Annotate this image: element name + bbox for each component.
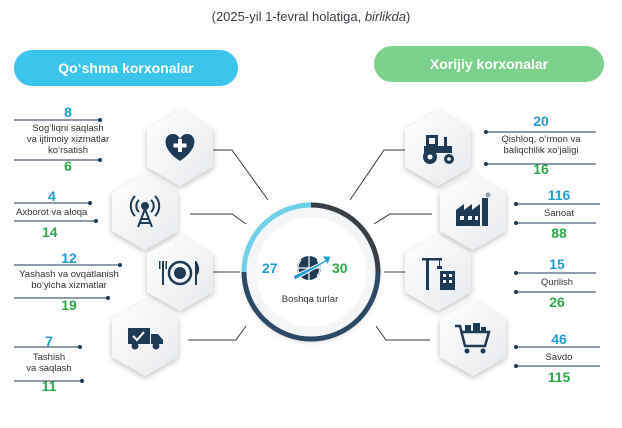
left-item-1-label-2: va ijtimoiy xizmatlar — [26, 134, 110, 145]
shopping-cart-icon — [455, 323, 491, 354]
left-item-1-label-3: ko‘rsatish — [47, 145, 89, 156]
left-item-3-bottom: 19 — [61, 297, 77, 313]
center-label: Boshqa turlar — [281, 294, 339, 305]
crane-building-icon — [422, 258, 455, 290]
subtitle-unit: birlikda — [364, 9, 407, 24]
left-item-2-top: 4 — [48, 188, 56, 204]
delivery-truck-icon — [128, 328, 163, 350]
left-item-3-top: 12 — [61, 250, 77, 266]
left-item-4-label-1: Tashish — [32, 352, 66, 363]
center-arc-green — [310, 202, 381, 273]
left-hex-2 — [112, 174, 178, 250]
factory-icon — [456, 192, 491, 226]
right-hex-3 — [405, 235, 471, 311]
left-item-4-label-2: va saqlash — [26, 363, 72, 374]
globe-arrow-icon — [292, 255, 332, 281]
right-item-1-label-1: Qishloq, o‘rmon va — [501, 134, 581, 145]
center-arc-blue — [241, 202, 312, 273]
left-item-3: 12 Yashash va ovqatlanish bo‘yicha xizma… — [10, 250, 128, 313]
right-header-pill: Xorijiy korxonalar — [374, 46, 604, 82]
connector-right-2 — [373, 213, 432, 225]
right-item-2-bottom: 88 — [551, 225, 567, 241]
subtitle: (2025-yil 1-fevral holatiga, birlikda) — [0, 9, 622, 24]
right-item-1-top: 20 — [533, 113, 549, 129]
left-item-2-bottom: 14 — [42, 224, 58, 240]
left-item-3-label-2: bo‘yicha xizmatlar — [31, 280, 107, 291]
right-item-1: 20 Qishloq, o‘rmon va baliqchilik xo‘jal… — [484, 113, 598, 177]
center-left-value: 27 — [262, 260, 278, 276]
plate-cutlery-icon — [159, 260, 200, 286]
left-item-1: 8 Sog‘liqni saqlash va ijtimoiy xizmatla… — [14, 104, 122, 174]
left-item-2-label-1: Axborot va aloqa — [16, 207, 88, 218]
right-hex-4 — [440, 300, 506, 376]
right-item-3-top: 15 — [549, 256, 565, 272]
left-item-1-bottom: 6 — [64, 158, 72, 174]
right-item-2-label-1: Sanoat — [543, 208, 575, 219]
connector-left-4 — [188, 325, 247, 341]
right-item-1-label-2: baliqchilik xo‘jaligi — [503, 145, 579, 156]
right-item-4: 46 Savdo 115 — [516, 331, 602, 385]
left-item-2: 4 Axborot va aloqa 14 — [14, 188, 100, 240]
connector-right-4 — [375, 325, 430, 341]
left-item-1-label-1: Sog‘liqni saqlash — [32, 123, 104, 134]
right-item-2: 116 Sanoat 88 — [516, 187, 602, 241]
tractor-icon — [423, 135, 454, 164]
left-item-3-label-1: Yashash va ovqatlanish — [19, 269, 119, 280]
left-item-1-top: 8 — [64, 104, 72, 120]
right-item-4-top: 46 — [551, 331, 567, 347]
left-hex-column — [112, 110, 213, 376]
connector-left-2 — [190, 213, 247, 225]
right-item-2-top: 116 — [547, 187, 571, 203]
left-header-pill: Qo‘shma korxonalar — [14, 50, 238, 86]
subtitle-suffix: ) — [406, 9, 411, 24]
left-item-4-top: 7 — [45, 333, 53, 349]
center-arc-navy — [241, 271, 381, 342]
right-item-1-bottom: 16 — [533, 161, 549, 177]
center-right-value: 30 — [332, 260, 348, 276]
right-item-4-bottom: 115 — [547, 369, 571, 385]
left-item-4: 7 Tashish va saqlash 11 — [14, 333, 84, 394]
heart-cross-icon — [165, 134, 195, 161]
subtitle-prefix: (2025-yil 1-fevral holatiga, — [211, 9, 365, 24]
antenna-icon — [129, 195, 161, 228]
right-item-3: 15 Qurilish 26 — [516, 256, 598, 310]
right-item-3-label-1: Qurilish — [540, 277, 574, 288]
right-item-4-label-1: Savdo — [545, 352, 573, 363]
right-item-3-bottom: 26 — [549, 294, 565, 310]
left-item-4-bottom: 11 — [41, 378, 57, 394]
